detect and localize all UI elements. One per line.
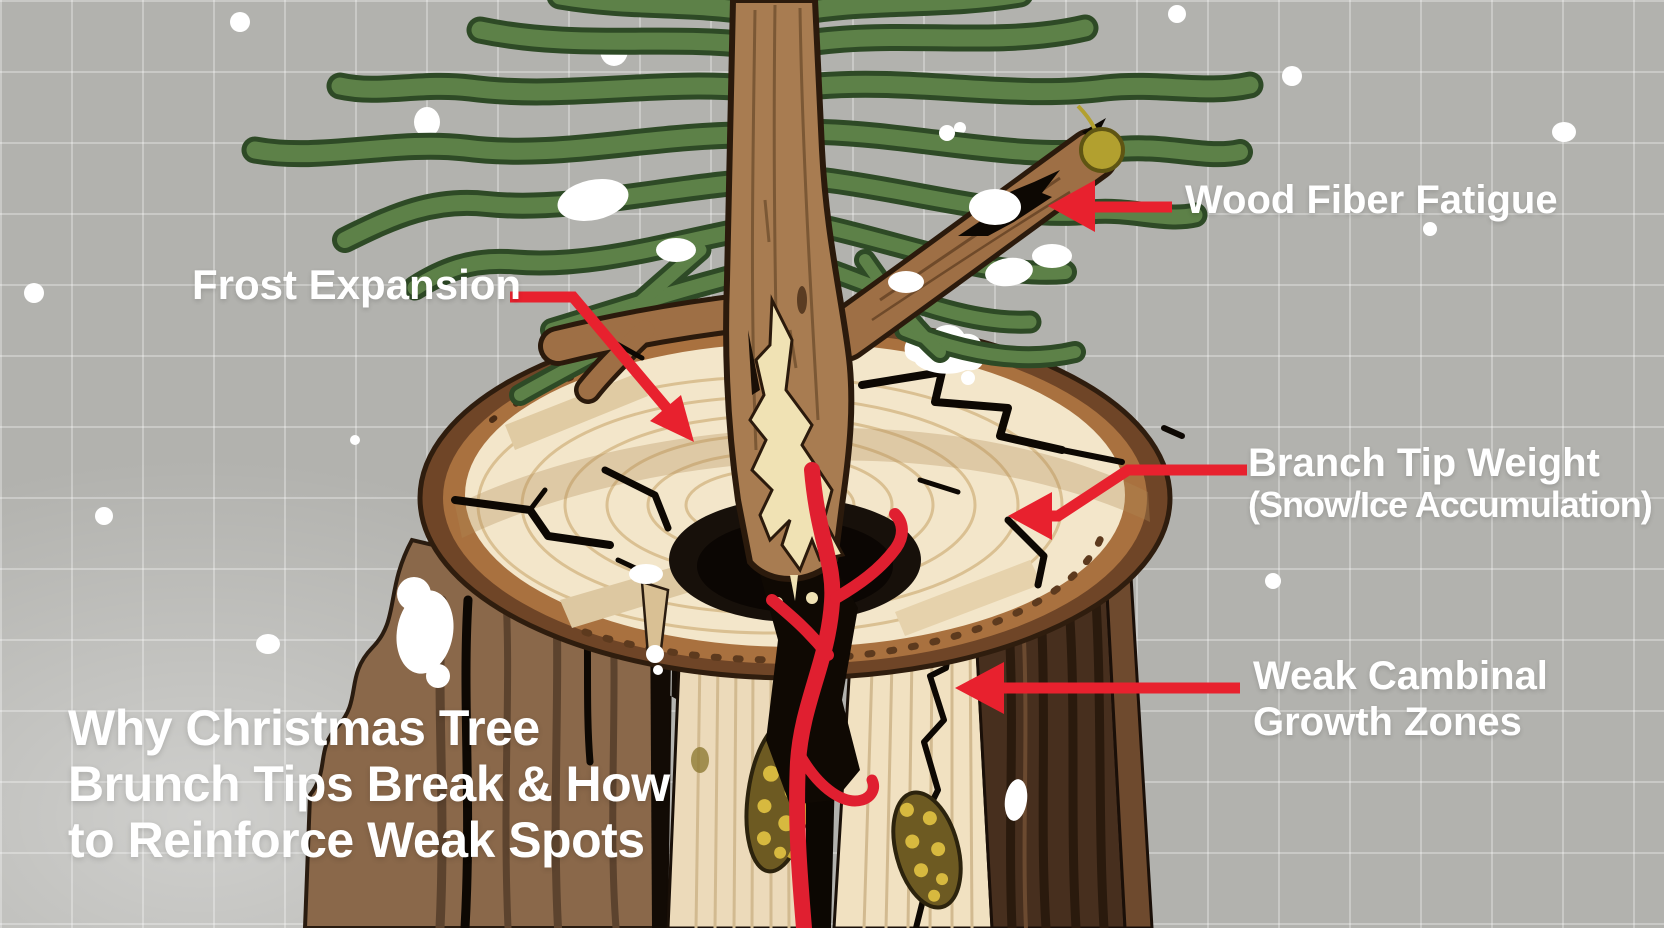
broken-branch — [818, 104, 1125, 362]
top-shadow-band — [455, 427, 1150, 538]
main-title-line2: Brunch Tips Break & How — [68, 756, 670, 812]
main-title-line1: Why Christmas Tree — [68, 700, 540, 756]
snow-blob — [1032, 244, 1072, 268]
callout-arrows — [510, 180, 1247, 714]
arrow-branch-tip-weight — [1008, 464, 1247, 540]
tree-trunk — [723, 0, 855, 582]
label-weak-cambial-line1: Weak Cambinal — [1253, 654, 1548, 698]
green-branches — [241, 0, 1264, 406]
label-frost-expansion: Frost Expansion — [192, 261, 522, 308]
label-wood-fiber-fatigue: Wood Fiber Fatigue — [1185, 178, 1558, 222]
snow-blob — [396, 577, 454, 688]
main-title-line3: to Reinforce Weak Spots — [68, 812, 645, 868]
resin-vein — [766, 462, 908, 928]
pine-cone-right — [891, 790, 963, 910]
branch-tip-knob — [1079, 127, 1125, 173]
label-weak-cambial: Weak Cambinal Growth Zones — [1253, 653, 1548, 745]
snow-blob — [969, 189, 1021, 225]
label-weak-cambial-line2: Growth Zones — [1253, 700, 1522, 744]
label-branch-tip-weight-line2: (Snow/Ice Accumulation) — [1248, 484, 1653, 525]
christmas-tree — [241, 0, 1264, 805]
arrow-weak-cambial — [955, 662, 1240, 714]
snow-blob — [1004, 779, 1028, 821]
arrow-frost-expansion — [510, 291, 694, 442]
label-branch-tip-weight: Branch Tip Weight (Snow/Ice Accumulation… — [1248, 441, 1653, 525]
wood-knot — [691, 747, 709, 773]
hanging-wood-strip — [629, 564, 670, 675]
label-branch-tip-weight-line1: Branch Tip Weight — [1248, 441, 1600, 485]
arrow-wood-fiber-fatigue — [1048, 180, 1172, 232]
main-title: Why Christmas Tree Brunch Tips Break & H… — [68, 700, 670, 868]
